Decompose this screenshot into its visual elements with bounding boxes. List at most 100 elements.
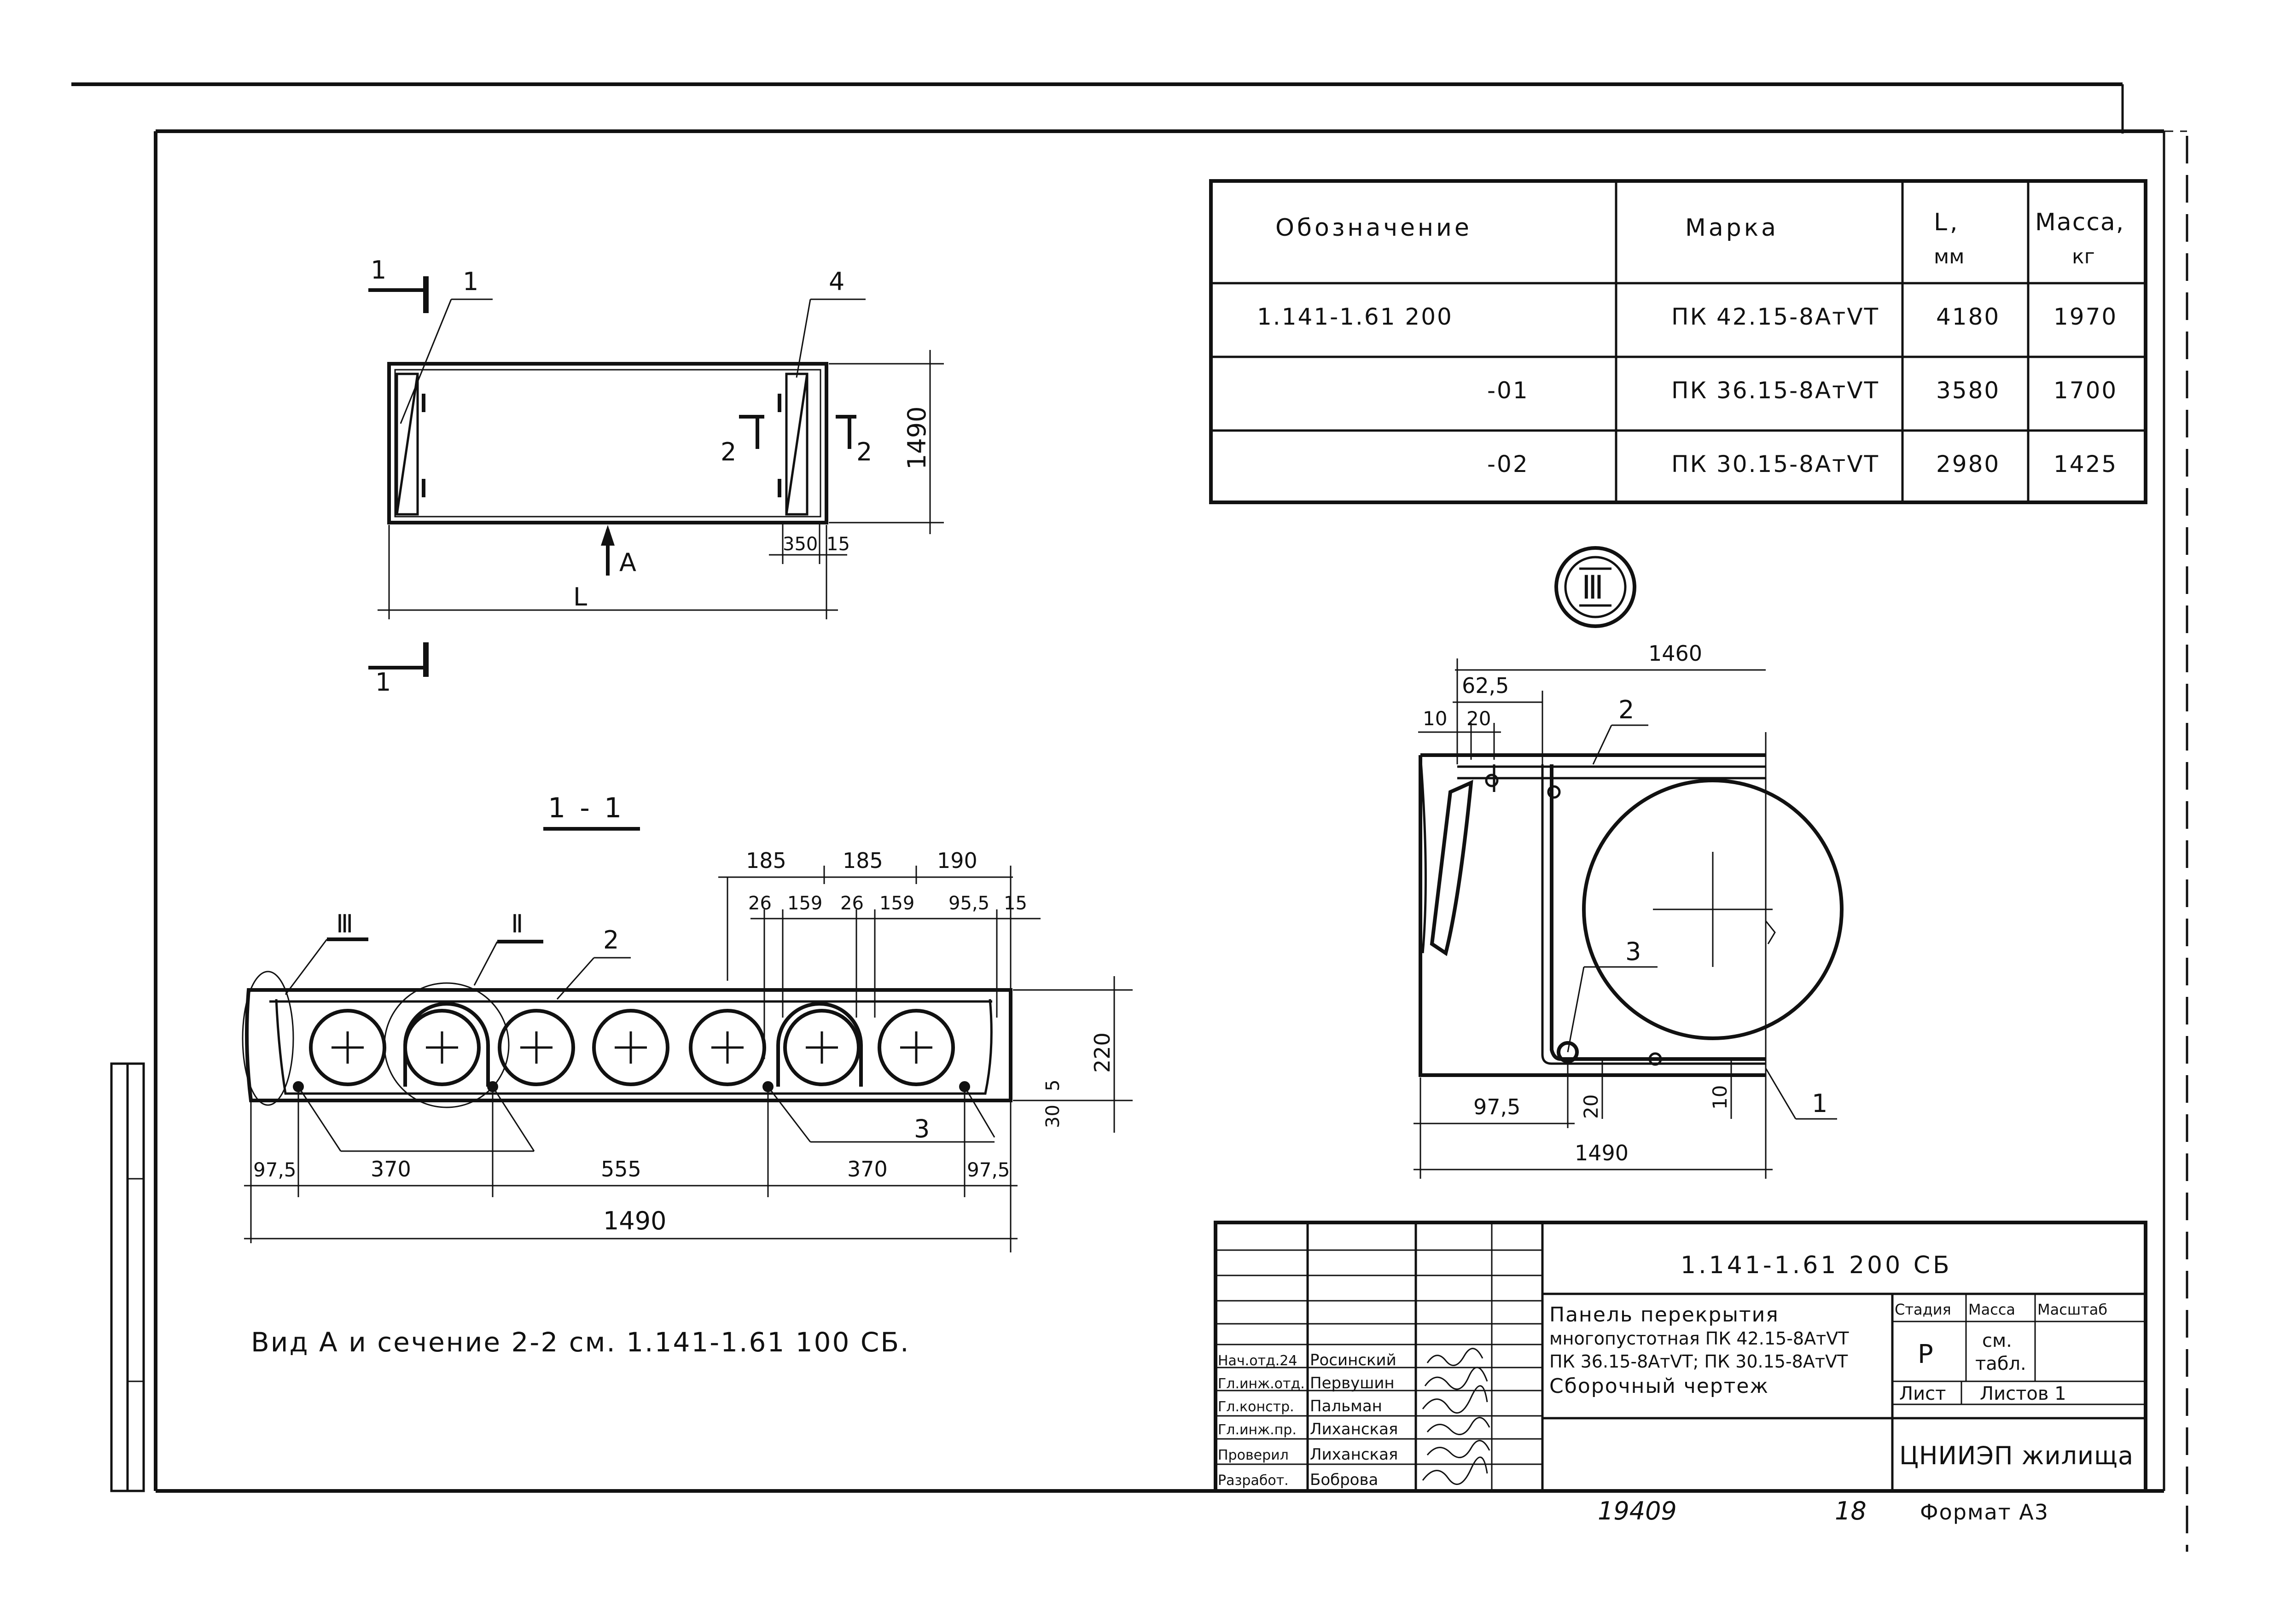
plan-view-a-label: А [619, 548, 636, 577]
plan-callout-1: 1 [463, 267, 478, 296]
staff-name-5: Лиханская [1310, 1445, 1398, 1464]
section-node-iii: Ⅲ [336, 909, 353, 938]
node-dim-1490: 1490 [1575, 1141, 1629, 1165]
node-dim-10b: 10 [1709, 1085, 1731, 1110]
plan-dim-350: 350 [783, 534, 818, 555]
spec-header-length: L, [1934, 209, 1960, 236]
node-dim-1460: 1460 [1648, 641, 1702, 666]
section-1-1: 1 - 1 [242, 792, 1133, 1252]
section-dim-5: 5 [1042, 1080, 1064, 1091]
section-top-dim-2: 185 [843, 848, 883, 873]
section-callout-3: 3 [914, 1114, 930, 1143]
spec-row-1-length: 4180 [1936, 303, 2000, 330]
section-dim-30: 30 [1042, 1105, 1064, 1128]
spec-header-length-unit: мм [1934, 245, 1964, 268]
spec-header-mass-unit: кг [2072, 245, 2095, 268]
spec-row-3-mark: ПК 30.15-8АтⅤТ [1671, 451, 1879, 477]
staff-role-3: Гл.констр. [1218, 1399, 1294, 1415]
spec-row-3-designation: -02 [1487, 451, 1529, 477]
plan-section-2-left: 2 [721, 437, 736, 466]
plan-section-mark-bottom: 1 [375, 668, 391, 697]
node-dim-62-5: 62,5 [1462, 673, 1509, 698]
plan-section-mark-top: 1 [371, 256, 386, 285]
staff-name-1: Росинский [1310, 1351, 1396, 1369]
staff-role-2: Гл.инж.отд. [1218, 1376, 1305, 1392]
node-dim-20: 20 [1466, 707, 1491, 730]
mass-value-2: табл. [1975, 1353, 2026, 1374]
staff-role-6: Разработ. [1218, 1473, 1289, 1489]
sheet-label: Лист [1899, 1383, 1946, 1404]
node-callout-2: 2 [1618, 695, 1634, 724]
organization: ЦНИИЭП жилища [1899, 1441, 2134, 1470]
staff-name-6: Боброва [1310, 1471, 1378, 1489]
section-top-dim-1: 185 [746, 848, 786, 873]
section-bottom-dim-370-right: 370 [847, 1157, 888, 1182]
spec-row-2-length: 3580 [1936, 377, 2000, 404]
section-bottom-dim-555: 555 [601, 1157, 641, 1182]
title-line-3: ПК 36.15-8АтⅤТ; ПК 30.15-8АтⅤТ [1549, 1351, 1848, 1372]
spec-row-3-mass: 1425 [2053, 451, 2117, 477]
scale-header: Масштаб [2037, 1301, 2107, 1318]
staff-name-3: Пальман [1310, 1397, 1382, 1415]
spec-row-2-mark: ПК 36.15-8АтⅤТ [1671, 377, 1879, 404]
title-line-2: многопустотная ПК 42.15-8АтⅤТ [1549, 1328, 1849, 1349]
spec-row-1-designation: 1.141-1.61 200 [1257, 303, 1453, 330]
node-detail-iii: Ⅲ 2 3 1 1460 [1414, 546, 1844, 1179]
spec-row-2-designation: -01 [1487, 377, 1529, 404]
section-bottom-dim-97-5-right: 97,5 [967, 1158, 1010, 1181]
plan-dim-height: 1490 [902, 407, 931, 470]
section-overall-dim: 1490 [603, 1206, 666, 1235]
spec-row-3-length: 2980 [1936, 451, 2000, 477]
title-block-code: 1.141-1.61 200 СБ [1681, 1251, 1952, 1279]
staff-name-2: Первушин [1310, 1374, 1395, 1392]
spec-row-1-mark: ПК 42.15-8АтⅤТ [1671, 303, 1879, 330]
plan-section-2-right: 2 [856, 437, 872, 466]
spec-header-mass: Масса, [2035, 209, 2124, 236]
spec-row-2-mass: 1700 [2053, 377, 2117, 404]
mass-value-1: см. [1982, 1330, 2012, 1351]
spec-header-designation: Обозначение [1275, 214, 1472, 242]
page-number: 18 [1835, 1496, 1867, 1525]
spec-header-mark: Марка [1685, 214, 1779, 242]
staff-role-4: Гл.инж.пр. [1218, 1422, 1297, 1438]
plan-view: 1 4 1 1 2 2 1490 350 15 А [368, 256, 944, 697]
footer: 19409 18 Формат А3 [1598, 1496, 2049, 1525]
section-top-dim-26a: 26 [748, 893, 772, 914]
signatures [1422, 1348, 1490, 1485]
spec-table: Обозначение Марка L, мм Масса, кг 1.141-… [1209, 179, 2147, 504]
node-dim-10: 10 [1423, 707, 1447, 730]
sheets-label: Листов 1 [1980, 1383, 2066, 1404]
note-view-a: Вид А и сечение 2-2 см. 1.141-1.61 100 С… [251, 1327, 910, 1358]
node-label: Ⅲ [1582, 569, 1604, 606]
section-bottom-dim-97-5-left: 97,5 [253, 1158, 297, 1181]
title-line-4: Сборочный чертеж [1549, 1374, 1769, 1398]
mass-header: Масса [1968, 1301, 2015, 1318]
hollow-cores [309, 1009, 955, 1086]
section-bottom-dim-370-left: 370 [371, 1157, 411, 1182]
section-top-dim-159b: 159 [879, 893, 914, 914]
section-callout-2: 2 [603, 926, 619, 955]
title-line-1: Панель перекрытия [1549, 1303, 1779, 1327]
stage-value: Р [1918, 1339, 1934, 1369]
section-node-ii: Ⅱ [511, 909, 524, 938]
section-top-dim-26b: 26 [840, 893, 864, 914]
staff-role-5: Проверил [1218, 1447, 1289, 1463]
section-top-dim-3: 190 [937, 848, 977, 873]
format-label: Формат А3 [1920, 1500, 2049, 1525]
plan-callout-4: 4 [829, 267, 844, 296]
inventory-number: 19409 [1598, 1496, 1677, 1525]
stage-header: Стадия [1895, 1301, 1951, 1318]
section-top-dim-159a: 159 [787, 893, 822, 914]
section-top-dim-15: 15 [1004, 893, 1027, 914]
plan-dim-15: 15 [826, 534, 850, 555]
plan-dim-length: L [573, 582, 587, 611]
section-dim-220: 220 [1090, 1032, 1115, 1073]
node-callout-3: 3 [1625, 937, 1641, 966]
title-block: Нач.отд.24 Росинский Гл.инж.отд. Первуши… [1214, 1221, 2147, 1493]
node-dim-97-5: 97,5 [1473, 1094, 1520, 1119]
spec-row-1-mass: 1970 [2053, 303, 2117, 330]
staff-name-4: Лиханская [1310, 1420, 1398, 1438]
sheet-frame [71, 82, 2188, 1552]
section-top-dim-95-5: 95,5 [948, 893, 989, 914]
